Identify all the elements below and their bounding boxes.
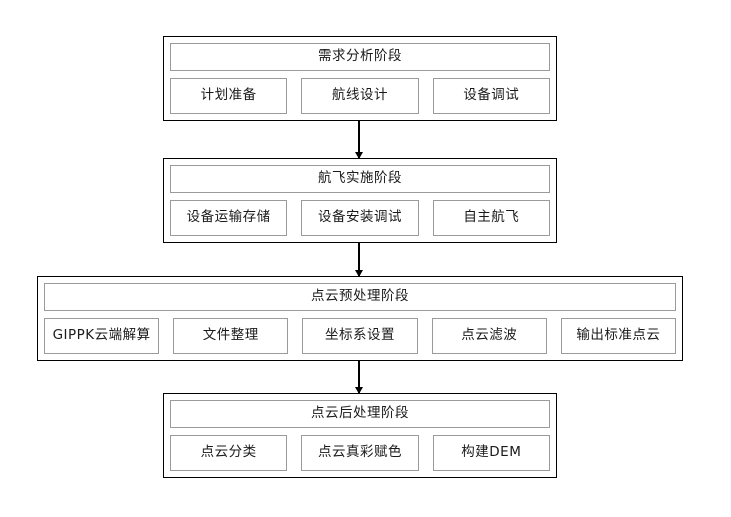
connector-shaft (358, 243, 360, 276)
stage-pointcloud-postprocessing: 点云后处理阶段 点云分类 点云真彩赋色 构建DEM (163, 393, 557, 478)
stage-title-pointcloud-preprocessing: 点云预处理阶段 (44, 283, 676, 311)
stage-flight-implementation: 航飞实施阶段 设备运输存储 设备安装调试 自主航飞 (163, 158, 557, 243)
stage-pointcloud-preprocessing: 点云预处理阶段 GIPPK云端解算 文件整理 坐标系设置 点云滤波 输出标准点云 (37, 276, 683, 361)
stage-items-row: 计划准备 航线设计 设备调试 (170, 78, 550, 114)
item-equipment-transport-storage: 设备运输存储 (170, 200, 288, 236)
stage-items-row: 设备运输存储 设备安装调试 自主航飞 (170, 200, 550, 236)
item-route-design: 航线设计 (301, 78, 419, 114)
item-output-standard-pointcloud: 输出标准点云 (560, 318, 677, 354)
item-coordinate-system-setup: 坐标系设置 (302, 318, 418, 354)
item-equipment-install-debug: 设备安装调试 (301, 200, 419, 236)
item-gippk-cloud-solution: GIPPK云端解算 (44, 318, 160, 354)
item-pointcloud-classification: 点云分类 (170, 435, 288, 471)
connector-shaft (358, 121, 360, 158)
stage-title-pointcloud-postprocessing: 点云后处理阶段 (170, 400, 550, 428)
connector-arrow-2 (354, 243, 363, 277)
arrow-down-icon (354, 152, 363, 159)
arrow-down-icon (354, 270, 363, 277)
connector-shaft (358, 361, 360, 393)
item-build-dem: 构建DEM (432, 435, 550, 471)
item-autonomous-flight: 自主航飞 (432, 200, 550, 236)
item-file-organization: 文件整理 (173, 318, 289, 354)
item-pointcloud-true-color: 点云真彩赋色 (301, 435, 419, 471)
stage-items-row: GIPPK云端解算 文件整理 坐标系设置 点云滤波 输出标准点云 (44, 318, 677, 354)
stage-title-flight-implementation: 航飞实施阶段 (170, 165, 550, 193)
item-equipment-debugging: 设备调试 (432, 78, 550, 114)
arrow-down-icon (354, 387, 363, 394)
item-pointcloud-filtering: 点云滤波 (431, 318, 547, 354)
item-plan-preparation: 计划准备 (170, 78, 288, 114)
connector-arrow-3 (354, 361, 363, 394)
stage-requirement-analysis: 需求分析阶段 计划准备 航线设计 设备调试 (163, 36, 557, 121)
stage-items-row: 点云分类 点云真彩赋色 构建DEM (170, 435, 550, 471)
connector-arrow-1 (354, 121, 363, 159)
stage-title-requirement-analysis: 需求分析阶段 (170, 43, 550, 71)
